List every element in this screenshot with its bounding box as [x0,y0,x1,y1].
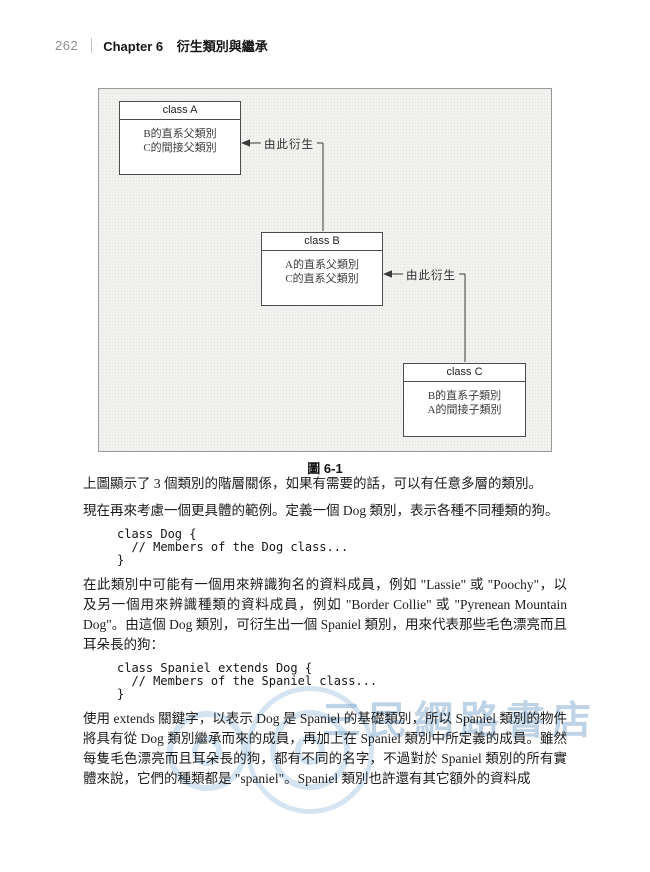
paragraph: 現在再來考慮一個更具體的範例。定義一個 Dog 類別，表示各種不同種類的狗。 [83,503,559,518]
body-text: 上圖顯示了 3 個類別的階層關係，如果有需要的話，可以有任意多層的類別。 現在再… [83,474,567,796]
class-c-description: B的直系子類別 A的間接子類別 [404,382,525,417]
chapter-label: Chapter 6 [103,39,164,54]
class-a-title: class A [120,102,240,120]
code-line: class Dog { [117,527,197,541]
class-b-line-2: C的直系父類別 [285,273,359,285]
class-b-line-1: A的直系父類別 [285,259,359,271]
code-line: class Spaniel extends Dog { [117,661,313,675]
chapter-heading: Chapter 6 衍生類別與繼承 [103,36,268,55]
derive-label: 由此衍生 [264,139,314,151]
class-a-box: class A B的直系父類別 C的間接父類別 [119,101,241,175]
derive-arrows [241,139,466,362]
class-b-description: A的直系父類別 C的直系父類別 [262,251,382,286]
code-line: } [117,553,125,567]
figure-6-1-diagram: class A B的直系父類別 C的間接父類別 class B A的直系父類別 … [98,88,552,452]
class-c-title: class C [404,364,525,382]
class-c-line-1: B的直系子類別 [427,390,502,402]
code-line: // Members of the Dog class... [117,540,349,554]
code-block-dog: class Dog { // Members of the Dog class.… [117,528,567,567]
header-divider [91,38,93,53]
page-number: 262 [55,38,79,53]
paragraph: 使用 extends 關鍵字，以表示 Dog 是 Spaniel 的基礎類別，所… [83,711,567,786]
class-c-line-2: A的間接子類別 [427,404,502,416]
chapter-title: 衍生類別與繼承 [176,39,268,54]
derive-label: 由此衍生 [406,270,456,282]
page-header: 262 Chapter 6 衍生類別與繼承 [55,36,268,55]
class-b-title: class B [262,233,382,251]
paragraph: 上圖顯示了 3 個類別的階層關係，如果有需要的話，可以有任意多層的類別。 [83,476,542,491]
code-block-spaniel: class Spaniel extends Dog { // Members o… [117,662,567,701]
class-a-line-1: B的直系父類別 [143,128,217,140]
figure-caption: 圖 6-1 [307,461,343,476]
class-c-box: class C B的直系子類別 A的間接子類別 [403,363,526,437]
class-a-description: B的直系父類別 C的間接父類別 [120,120,240,155]
class-b-box: class B A的直系父類別 C的直系父類別 [261,232,383,306]
class-a-line-2: C的間接父類別 [143,142,217,154]
arrowhead-left-icon [383,270,392,278]
arrowhead-left-icon [241,139,250,147]
paragraph: 在此類別中可能有一個用來辨識狗名的資料成員，例如 "Lassie" 或 "Poo… [83,577,568,652]
code-line: // Members of the Spaniel class... [117,674,378,688]
code-line: } [117,687,125,701]
